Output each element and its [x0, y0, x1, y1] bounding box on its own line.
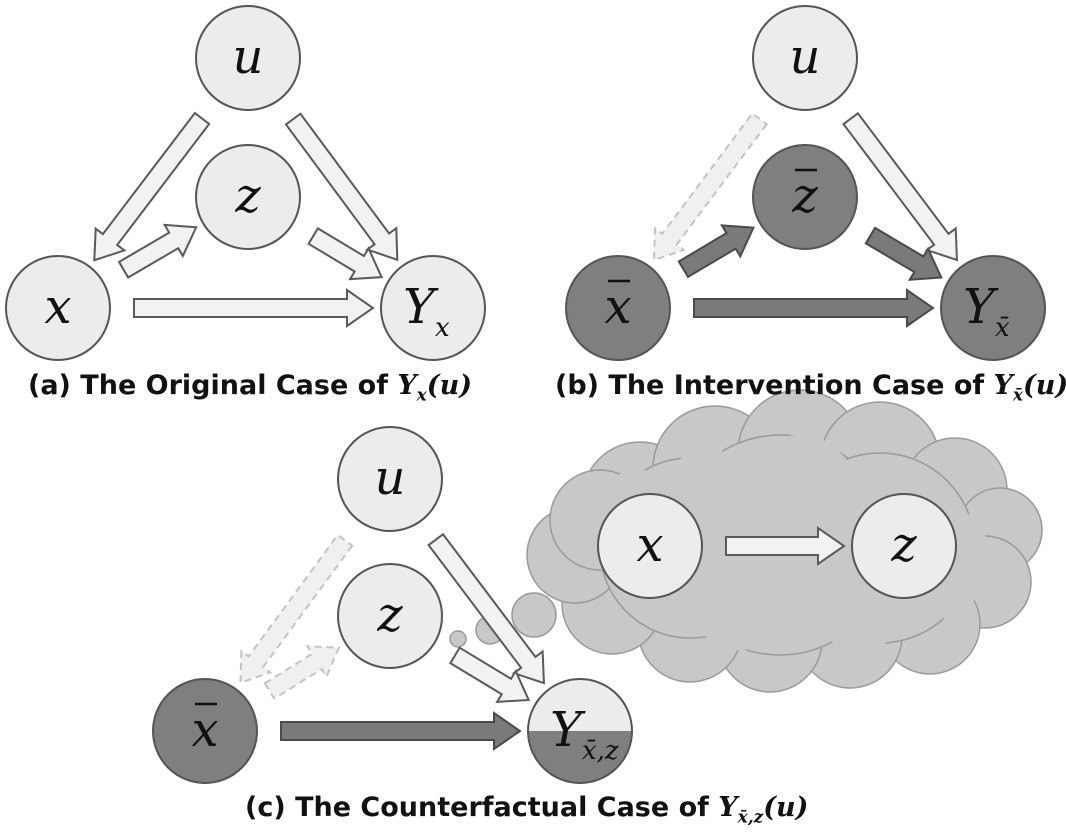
node-a-x: x	[5, 255, 111, 361]
arrow-c-z-to-y	[448, 646, 531, 704]
caption-a-math: Yx(u)	[397, 370, 472, 406]
node-a-y-label: Y	[403, 279, 439, 335]
caption-c-math: Yx̄,z(u)	[718, 792, 809, 828]
node-b-x-label: x	[604, 279, 631, 335]
caption-b-text: (b) The Intervention Case of	[555, 370, 985, 401]
node-cloud-z-label: z	[890, 517, 917, 573]
node-a-z-label: z	[234, 168, 261, 224]
node-a-z: z	[195, 144, 301, 250]
node-b-z: z	[752, 144, 858, 250]
caption-b-math: Yx̄(u)	[993, 370, 1066, 406]
caption-panel-c: (c) The Counterfactual Case of Yx̄,z(u)	[245, 792, 808, 827]
arrow-b-x-to-z	[677, 224, 755, 279]
node-b-z-label: z	[791, 168, 818, 224]
arrow-a-x-to-y	[133, 288, 375, 328]
arrow-c-u-to-x	[239, 533, 354, 685]
arrow-b-u-to-x	[652, 112, 769, 262]
node-a-u: u	[195, 5, 301, 111]
node-c-z-label: z	[376, 587, 403, 643]
node-c-x-label: x	[191, 702, 218, 758]
arrow-b-u-to-y	[842, 111, 959, 262]
caption-a-text: (a) The Original Case of	[28, 370, 388, 401]
node-a-x-label: x	[44, 279, 71, 335]
caption-panel-a: (a) The Original Case of Yx(u)	[28, 370, 472, 405]
arrow-c-x-to-z	[263, 645, 341, 700]
arrow-a-u-to-y	[284, 112, 399, 262]
arrow-c-u-to-y	[427, 532, 545, 685]
node-c-u-label: u	[375, 450, 406, 506]
node-c-x: x	[152, 678, 258, 784]
thought-cloud	[526, 389, 1043, 693]
node-b-u-label: u	[790, 29, 821, 85]
node-c-y-label: Y	[550, 702, 586, 758]
arrow-a-z-to-y	[307, 227, 384, 281]
arrow-c-x-to-y	[280, 711, 522, 751]
arrow-a-u-to-x	[93, 111, 211, 262]
node-cloud-x: x	[597, 493, 703, 599]
thought-bubble-small	[449, 630, 467, 648]
arrow-cloud-x-to-z	[725, 526, 846, 566]
node-b-y-label: Y	[963, 279, 999, 335]
caption-panel-b: (b) The Intervention Case of Yx̄(u)	[555, 370, 1066, 405]
node-c-z: z	[337, 563, 443, 669]
arrow-b-z-to-y	[864, 226, 943, 281]
node-c-y-subscript: x̄,z	[582, 736, 619, 766]
node-b-y-subscript: x̄	[995, 313, 1010, 343]
node-b-u: u	[752, 5, 858, 111]
thought-bubble-large	[511, 592, 557, 638]
node-cloud-x-label: x	[636, 517, 663, 573]
node-a-u-label: u	[233, 29, 264, 85]
node-c-u: u	[337, 426, 443, 532]
arrow-b-x-to-y	[693, 288, 935, 328]
caption-c-text: (c) The Counterfactual Case of	[245, 792, 709, 823]
node-b-x: x	[565, 255, 671, 361]
node-a-y-subscript: x	[435, 313, 450, 343]
arrow-a-x-to-z	[117, 223, 198, 279]
node-cloud-z: z	[851, 493, 957, 599]
